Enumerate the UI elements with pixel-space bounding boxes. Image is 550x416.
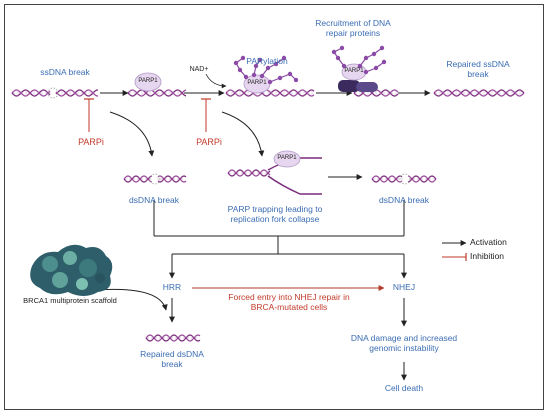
break-marker-1 bbox=[149, 173, 161, 185]
arrow-to-fork bbox=[221, 111, 265, 157]
dna-parylation bbox=[225, 89, 315, 97]
dna-repaired-dsdna bbox=[145, 334, 201, 342]
par-chain-1 bbox=[233, 55, 249, 80]
par-chain-6 bbox=[357, 45, 385, 69]
label-ssdna-break: ssDNA break bbox=[40, 67, 90, 77]
label-nad: NAD+ bbox=[189, 66, 209, 73]
dna-fork-stem bbox=[227, 169, 271, 177]
inhibition-1 bbox=[84, 98, 94, 132]
repair-protein-2 bbox=[356, 82, 378, 92]
par-chain-2 bbox=[259, 55, 287, 79]
dna-repaired bbox=[433, 89, 525, 97]
convergence-bracket bbox=[153, 200, 407, 279]
dna-helices bbox=[11, 87, 525, 342]
arrow-to-dsdna-left bbox=[109, 111, 155, 157]
label-dsdna-break-right: dsDNA break bbox=[378, 195, 430, 205]
label-parp1-2: PARP1 bbox=[247, 80, 267, 86]
arrow-scaffold-to-hrr bbox=[97, 288, 168, 311]
break-marker-2 bbox=[399, 173, 411, 185]
dna-dsdna-break-right bbox=[371, 175, 437, 183]
label-parp-trapping: PARP trapping leading to replication for… bbox=[227, 204, 323, 224]
label-parpi-2: PARPi bbox=[196, 137, 222, 147]
label-hrr: HRR bbox=[162, 282, 182, 292]
par-chain-5 bbox=[331, 45, 347, 69]
figure-border bbox=[4, 4, 544, 410]
nad-arrow bbox=[205, 73, 227, 89]
break-marker-0 bbox=[47, 87, 59, 99]
label-parylation: PARylation bbox=[246, 56, 288, 66]
label-repaired-ssdna: Repaired ssDNA break bbox=[446, 59, 510, 79]
par-chain-4 bbox=[251, 57, 263, 78]
label-cell-death: Cell death bbox=[384, 383, 424, 393]
parp1-binding-icon bbox=[134, 72, 162, 92]
label-brca1-scaffold: BRCA1 multiprotein scaffold bbox=[23, 296, 117, 305]
label-dsdna-break-left: dsDNA break bbox=[128, 195, 180, 205]
label-recruitment: Recruitment of DNA repair proteins bbox=[315, 18, 391, 38]
legend-activation-label: Activation bbox=[470, 237, 507, 247]
dna-ssdna-break bbox=[11, 89, 98, 97]
legend bbox=[442, 240, 467, 261]
dna-dsdna-break-left bbox=[123, 175, 187, 183]
brca1-scaffold-icon bbox=[30, 244, 113, 296]
legend-inhibition-label: Inhibition bbox=[470, 251, 505, 261]
label-parpi-1: PARPi bbox=[78, 137, 104, 147]
proteins bbox=[134, 45, 387, 94]
parp1-trapped bbox=[273, 150, 301, 168]
label-parp1-trapped: PARP1 bbox=[277, 155, 297, 161]
label-parp1-1: PARP1 bbox=[138, 78, 158, 84]
par-chain-3 bbox=[267, 71, 299, 85]
label-parp1-3: PARP1 bbox=[344, 68, 364, 74]
par-chain-7 bbox=[363, 59, 387, 75]
label-nhej: NHEJ bbox=[392, 282, 416, 292]
dna-parp-binding bbox=[127, 89, 187, 97]
label-forced-entry: Forced entry into NHEJ repair in BRCA-mu… bbox=[228, 292, 350, 312]
label-repaired-dsdna: Repaired dsDNA break bbox=[140, 349, 204, 369]
repair-protein-1 bbox=[338, 80, 360, 92]
inhibition-2 bbox=[201, 98, 211, 132]
label-dna-damage: DNA damage and increased genomic instabi… bbox=[350, 333, 458, 353]
